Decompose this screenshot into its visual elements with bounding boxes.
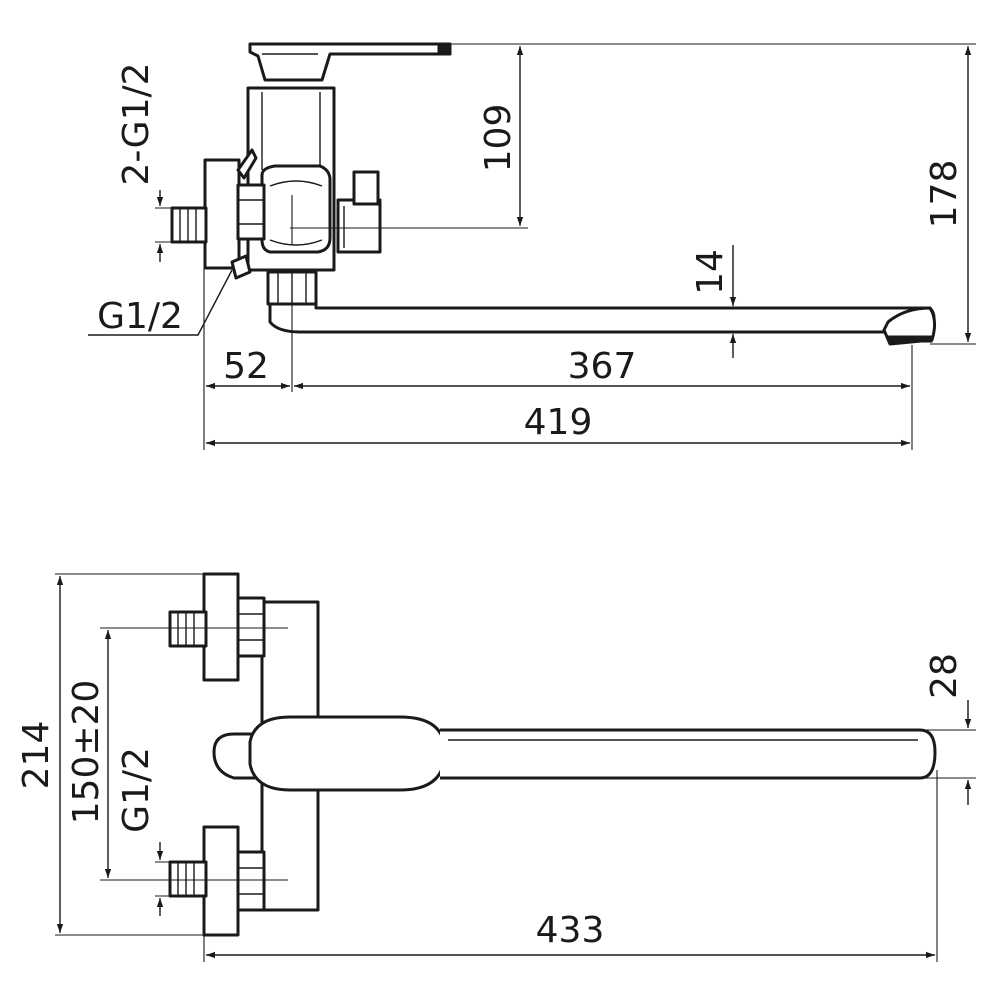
top-spout (440, 728, 937, 780)
side-view-dimension-labels: 2-G1/2 109 178 14 G1/2 52 367 419 (97, 62, 965, 443)
side-view-dimension-lines (88, 46, 972, 447)
lower-inlet (168, 825, 266, 937)
dim-thread-g12: G1/2 (97, 296, 183, 337)
dim-centers-150: 150±20 (66, 680, 107, 825)
diverter-knob (336, 170, 382, 254)
upper-inlet (168, 572, 266, 682)
dim-height-109: 109 (478, 104, 519, 173)
dim-inlet-thread-2g12: 2-G1/2 (116, 62, 157, 185)
top-view: 214 150±20 G1/2 28 433 (16, 572, 976, 962)
mixer-body (246, 86, 336, 272)
side-view: 2-G1/2 109 178 14 G1/2 52 367 419 (88, 42, 976, 450)
dim-spout-28: 28 (924, 653, 965, 699)
mixer-head (212, 715, 447, 792)
dim-spout-14: 14 (690, 249, 731, 295)
spout (266, 270, 937, 346)
inlet-thread (170, 206, 208, 244)
dim-height-178: 178 (924, 160, 965, 229)
top-view-dimension-labels: 214 150±20 G1/2 28 433 (16, 653, 965, 951)
dim-offset-52: 52 (223, 346, 269, 387)
dim-thread-g12-top: G1/2 (116, 747, 157, 833)
dim-total-419: 419 (524, 402, 593, 443)
dim-total-433: 433 (536, 910, 605, 951)
lever-handle (248, 42, 452, 82)
side-view-extension-lines (155, 43, 976, 450)
dim-height-214: 214 (16, 721, 57, 790)
dim-spout-367: 367 (568, 346, 637, 387)
wall-flange (203, 148, 266, 280)
top-view-dimension-lines (56, 576, 972, 959)
top-view-extension-lines (55, 573, 976, 962)
